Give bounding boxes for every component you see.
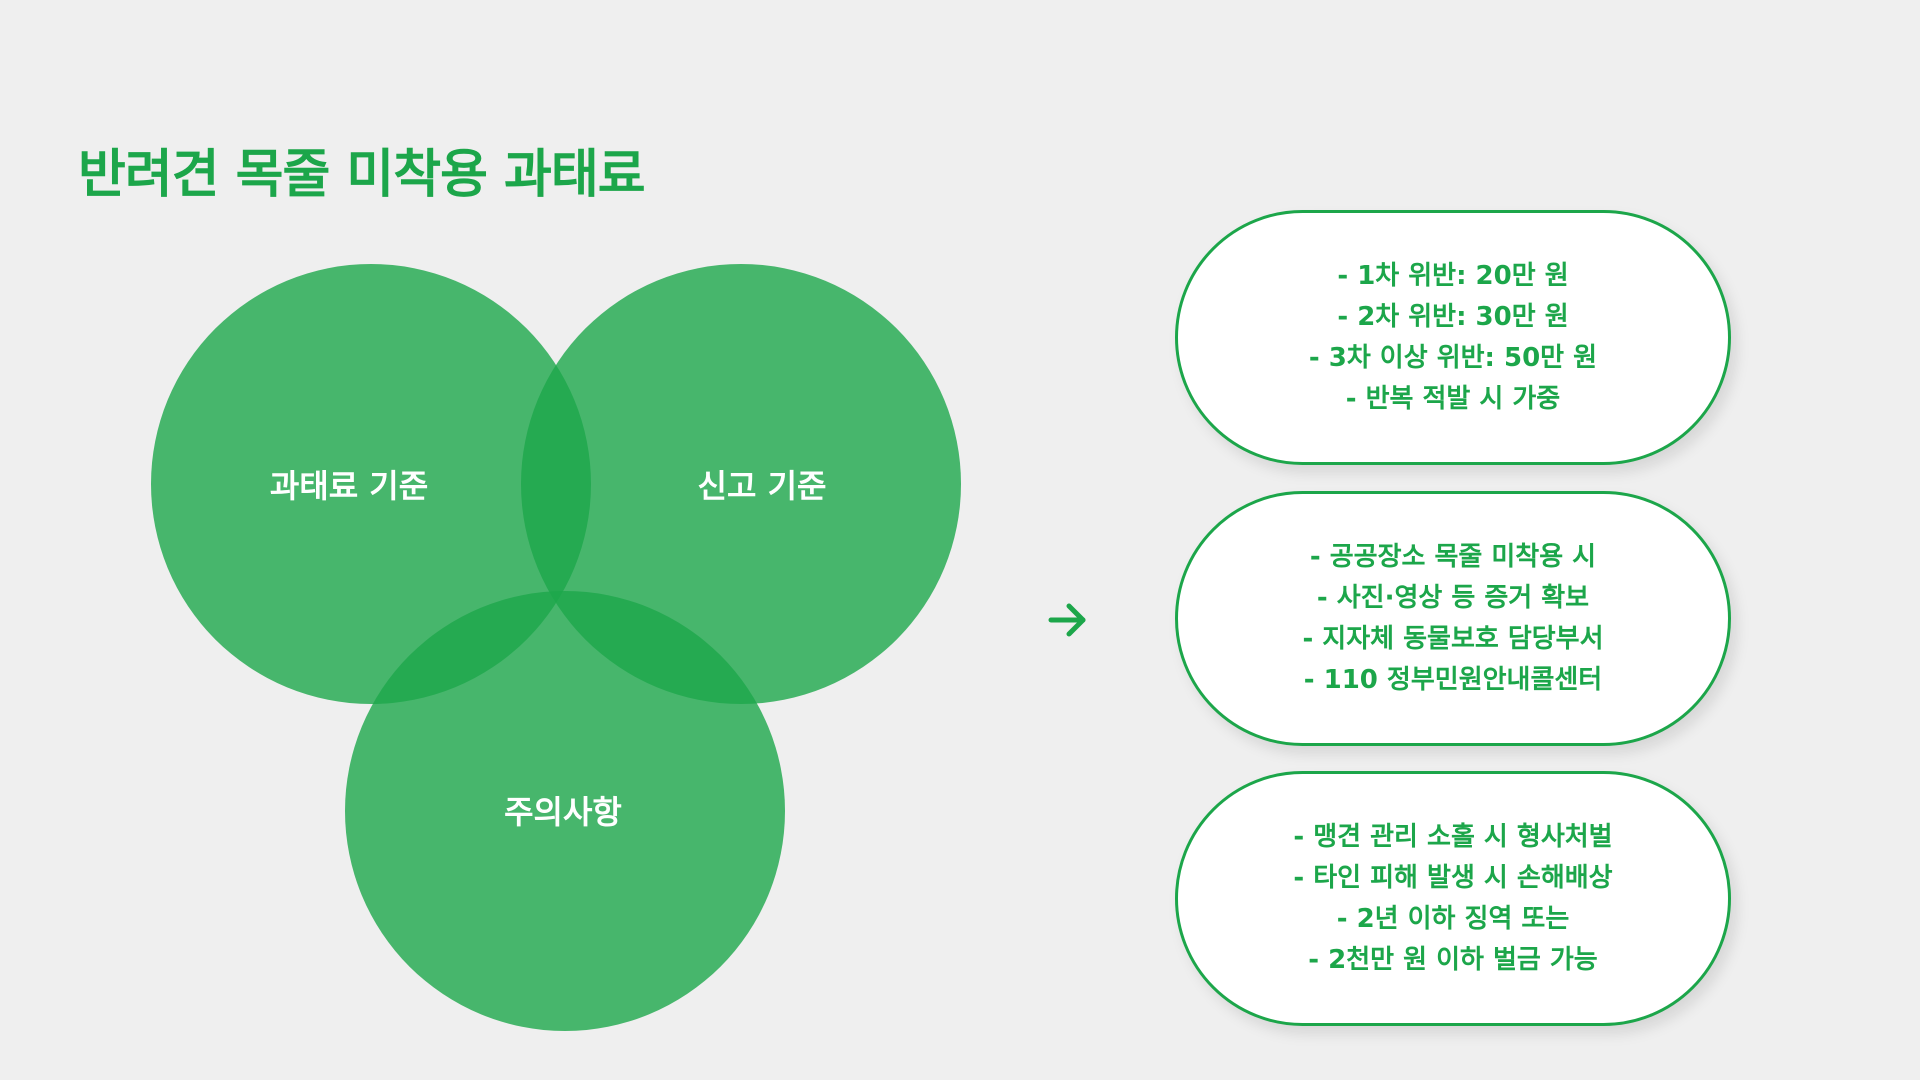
pill-line: - 2년 이하 징역 또는 (1336, 903, 1570, 934)
pill-line: - 지자체 동물보호 담당부서 (1302, 623, 1604, 654)
pill-line: - 3차 이상 위반: 50만 원 (1308, 342, 1598, 373)
venn-label-fine-criteria: 과태료 기준 (269, 467, 429, 505)
pill-line: - 2차 위반: 30만 원 (1337, 301, 1569, 332)
venn-circle-cautions (345, 591, 785, 1031)
pill-line: - 1차 위반: 20만 원 (1337, 260, 1569, 291)
pill-fine-details: - 1차 위반: 20만 원 - 2차 위반: 30만 원 - 3차 이상 위반… (1175, 210, 1731, 465)
pill-line: - 2천만 원 이하 벌금 가능 (1308, 944, 1598, 975)
page-title: 반려견 목줄 미착용 과태료 (78, 145, 646, 205)
pill-line: - 공공장소 목줄 미착용 시 (1309, 541, 1597, 572)
pill-line: - 타인 피해 발생 시 손해배상 (1293, 862, 1613, 893)
pill-line: - 반복 적발 시 가중 (1345, 383, 1561, 414)
pill-line: - 110 정부민원안내콜센터 (1303, 664, 1603, 695)
arrow-right-icon (1048, 603, 1086, 637)
venn-diagram: 과태료 기준 신고 기준 주의사항 (151, 264, 961, 1031)
pill-caution-details: - 맹견 관리 소홀 시 형사처벌 - 타인 피해 발생 시 손해배상 - 2년… (1175, 771, 1731, 1026)
pill-line: - 사진·영상 등 증거 확보 (1316, 582, 1590, 613)
pill-line: - 맹견 관리 소홀 시 형사처벌 (1293, 821, 1613, 852)
venn-label-report-criteria: 신고 기준 (697, 467, 827, 505)
pill-report-details: - 공공장소 목줄 미착용 시 - 사진·영상 등 증거 확보 - 지자체 동물… (1175, 491, 1731, 746)
venn-label-cautions: 주의사항 (504, 793, 622, 831)
